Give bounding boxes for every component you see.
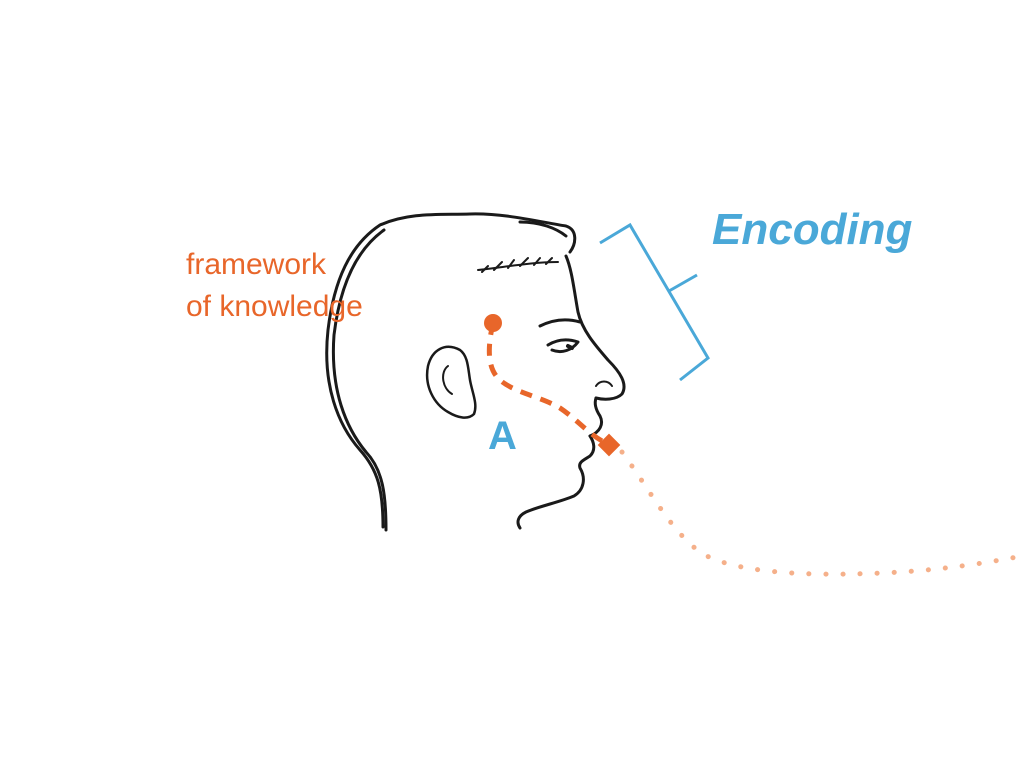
encoding-bracket-icon [599, 222, 710, 382]
framework-label-line2: of knowledge [186, 290, 363, 323]
framework-label-line1: framework [186, 248, 327, 281]
speaker-label: A [488, 414, 517, 458]
encoding-label: Encoding [712, 205, 913, 254]
framework-label: framework of knowledge [186, 244, 363, 328]
speech-path [619, 449, 1024, 577]
head-profile-icon [325, 212, 626, 532]
origin-dot-icon [484, 314, 502, 332]
mouth-diamond-icon [597, 433, 621, 457]
thought-path [486, 322, 610, 447]
